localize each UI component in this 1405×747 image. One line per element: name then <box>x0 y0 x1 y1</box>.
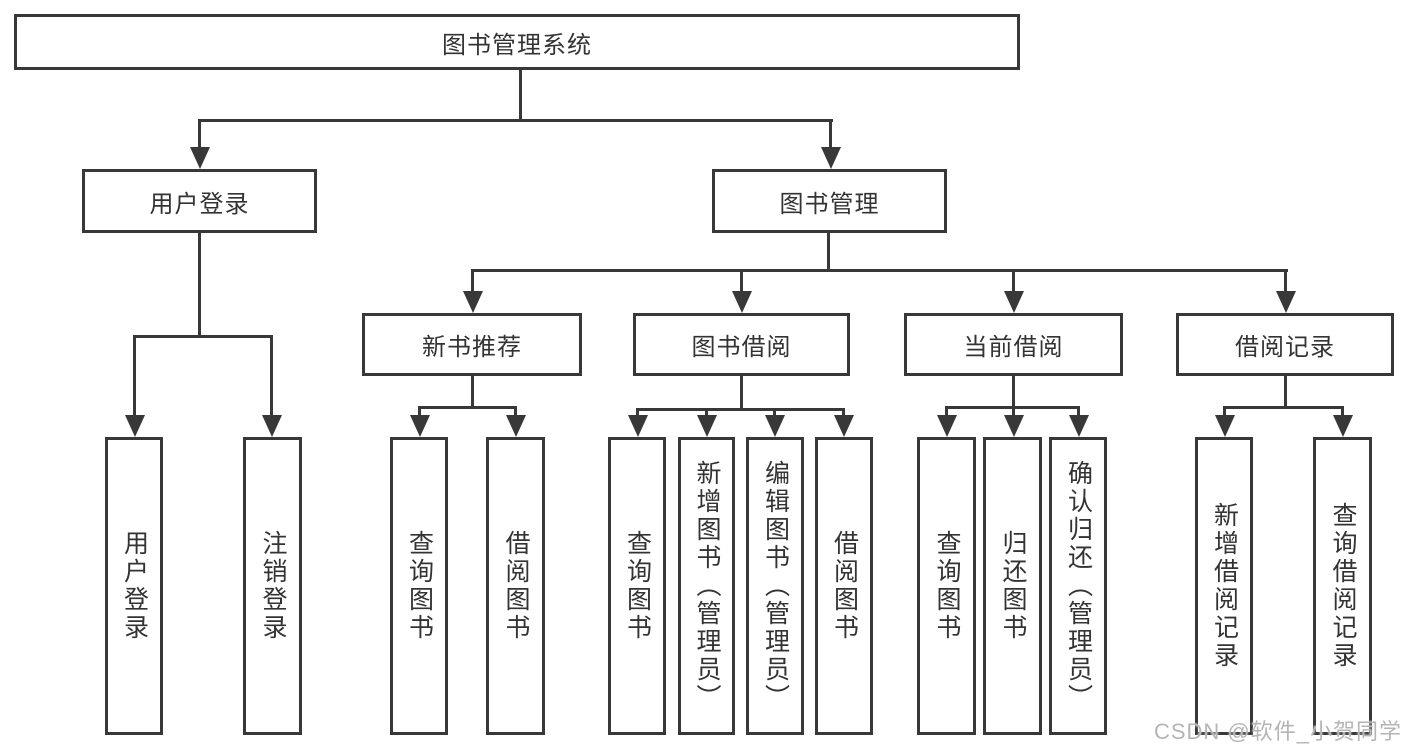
connector-line <box>198 119 833 122</box>
leaf-logout-label: 注销登录 <box>259 530 287 642</box>
arrow-down-icon <box>1003 291 1024 313</box>
connector-line <box>1284 269 1287 293</box>
leaf-add-borrow-record-label: 新增借阅记录 <box>1210 502 1239 670</box>
leaf-return-book-label: 归还图书 <box>999 530 1027 642</box>
connector-line <box>740 376 743 408</box>
connector-line <box>471 376 474 406</box>
leaf-borrow-books-label: 借阅图书 <box>830 530 859 642</box>
connector-line <box>270 335 273 415</box>
arrow-down-icon <box>820 147 841 169</box>
node-new-book-recommend: 新书推荐 <box>362 313 582 376</box>
arrow-down-icon <box>189 147 210 169</box>
leaf-recommend-query-books: 查询图书 <box>390 437 448 735</box>
connector-line <box>198 119 201 147</box>
node-user-login: 用户登录 <box>82 169 317 233</box>
leaf-confirm-return-admin-label: 确认归还（管理员） <box>1064 460 1093 712</box>
leaf-confirm-return-admin: 确认归还（管理员） <box>1049 437 1107 735</box>
connector-line <box>418 406 517 409</box>
connector-line <box>1012 376 1015 406</box>
leaf-add-book-admin: 新增图书（管理员） <box>678 437 735 735</box>
connector-line <box>740 269 743 293</box>
arrow-down-icon <box>1068 415 1089 437</box>
leaf-add-borrow-record: 新增借阅记录 <box>1195 437 1253 735</box>
arrow-down-icon <box>1214 415 1235 437</box>
arrow-down-icon <box>833 415 854 437</box>
leaf-add-book-admin-label: 新增图书（管理员） <box>693 460 721 712</box>
connector-line <box>519 70 522 119</box>
arrow-down-icon <box>1332 415 1353 437</box>
connector-line <box>636 408 845 411</box>
arrow-down-icon <box>124 415 145 437</box>
connector-line <box>471 269 1288 272</box>
node-book-borrow-label: 图书借阅 <box>691 334 792 361</box>
node-current-borrow: 当前借阅 <box>904 313 1123 376</box>
connector-line <box>133 335 273 338</box>
leaf-recommend-borrow-books-label: 借阅图书 <box>502 530 530 642</box>
connector-line <box>418 406 421 415</box>
connector-line <box>842 408 845 415</box>
connector-line <box>514 406 517 415</box>
watermark: CSDN @软件_小贺同学 <box>1153 719 1402 744</box>
node-current-borrow-label: 当前借阅 <box>963 334 1064 361</box>
leaf-borrow-books: 借阅图书 <box>815 437 873 735</box>
arrow-down-icon <box>1275 291 1296 313</box>
arrow-down-icon <box>462 291 483 313</box>
connector-line <box>1284 376 1287 406</box>
arrow-down-icon <box>627 415 648 437</box>
leaf-return-book: 归还图书 <box>983 437 1042 735</box>
connector-line <box>198 233 201 335</box>
arrow-down-icon <box>731 291 752 313</box>
node-root-label: 图书管理系统 <box>442 31 592 59</box>
connector-line <box>1012 406 1015 415</box>
arrow-down-icon <box>261 415 282 437</box>
leaf-recommend-borrow-books: 借阅图书 <box>486 437 545 735</box>
arrow-down-icon <box>937 415 957 437</box>
leaf-recommend-query-books-label: 查询图书 <box>405 530 434 642</box>
leaf-edit-book-admin: 编辑图书（管理员） <box>746 437 804 735</box>
connector-line <box>705 408 708 415</box>
node-book-management-label: 图书管理 <box>779 190 880 218</box>
connector-line <box>1341 406 1344 415</box>
node-book-management: 图书管理 <box>712 169 947 233</box>
node-new-book-recommend-label: 新书推荐 <box>422 334 522 361</box>
leaf-current-query-books: 查询图书 <box>917 437 976 735</box>
leaf-current-query-books-label: 查询图书 <box>933 530 961 642</box>
arrow-down-icon <box>696 415 717 437</box>
connector-line <box>1223 406 1344 409</box>
connector-line <box>945 406 948 415</box>
leaf-user-login: 用户登录 <box>105 437 163 735</box>
connector-line <box>1012 269 1015 293</box>
arrow-down-icon <box>409 415 430 437</box>
node-borrow-records-label: 借阅记录 <box>1235 334 1335 361</box>
node-root: 图书管理系统 <box>14 14 1020 70</box>
leaf-edit-book-admin-label: 编辑图书（管理员） <box>761 460 790 712</box>
connector-line <box>471 269 474 293</box>
leaf-borrow-query-books-label: 查询图书 <box>623 530 652 642</box>
connector-line <box>827 233 830 269</box>
arrow-down-icon <box>505 415 526 437</box>
node-borrow-records: 借阅记录 <box>1176 313 1394 376</box>
arrow-down-icon <box>1003 415 1024 437</box>
leaf-user-login-label: 用户登录 <box>120 530 149 642</box>
connector-line <box>636 408 639 415</box>
connector-line <box>829 119 832 147</box>
connector-line <box>133 335 136 415</box>
leaf-query-borrow-record-label: 查询借阅记录 <box>1329 502 1357 670</box>
connector-line <box>1223 406 1226 415</box>
arrow-down-icon <box>764 415 785 437</box>
leaf-borrow-query-books: 查询图书 <box>608 437 666 735</box>
connector-line <box>773 408 776 415</box>
leaf-query-borrow-record: 查询借阅记录 <box>1313 437 1372 735</box>
leaf-logout: 注销登录 <box>243 437 302 735</box>
connector-line <box>1077 406 1080 415</box>
node-book-borrow: 图书借阅 <box>633 313 850 376</box>
node-user-login-label: 用户登录 <box>149 190 250 218</box>
